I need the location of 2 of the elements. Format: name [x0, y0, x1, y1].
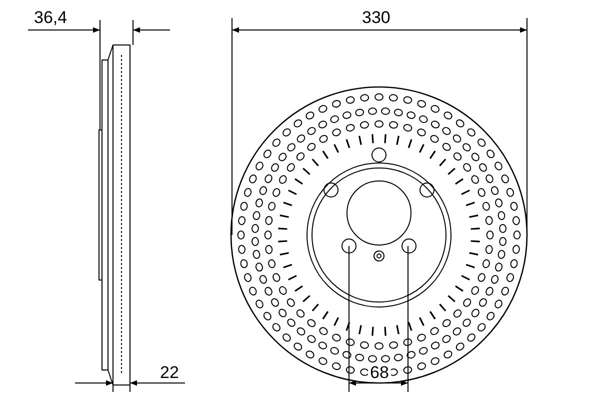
- dimension-label: 68: [368, 364, 391, 382]
- dimension-label: 36,4: [32, 9, 70, 27]
